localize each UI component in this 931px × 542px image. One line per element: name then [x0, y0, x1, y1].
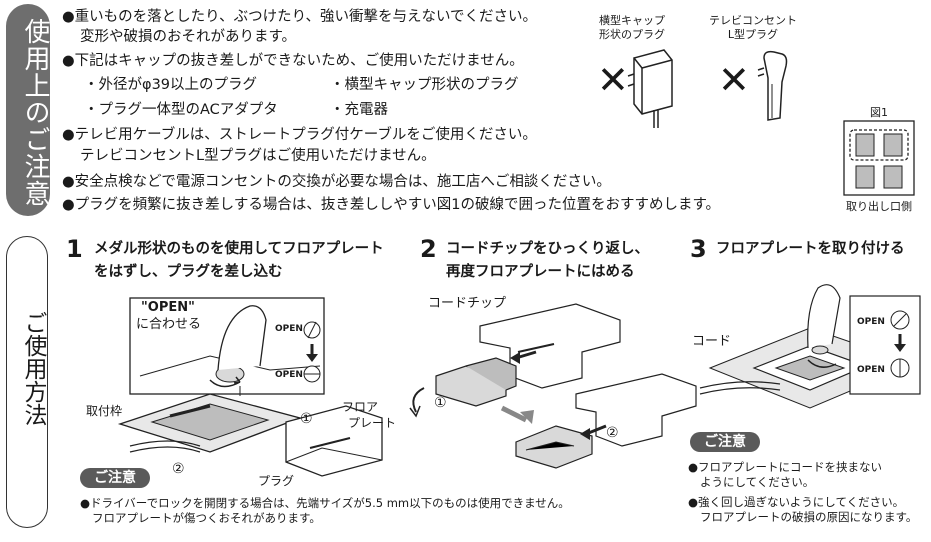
note-2: ●下記はキャップの抜き差しができないため、ご使用いただけません。: [62, 52, 524, 71]
cross-mark-1: ✕: [597, 58, 629, 102]
step1-circle-1: ①: [300, 411, 313, 427]
usage-tab-label: ご使用方法: [20, 311, 46, 426]
note-text: テレビ用ケーブルは、ストレートプラグ付ケーブルをご使用ください。: [74, 127, 537, 143]
step3-open-label-2: OPEN: [857, 365, 885, 375]
note-bullet: ●: [62, 127, 75, 143]
plug1-caption: 横型キャップ 形状のプラグ: [592, 14, 672, 42]
frame-label: 取付枠: [86, 404, 123, 418]
note-text: 重いものを落としたり、ぶつけたり、強い衝撃を与えないでください。: [74, 9, 538, 25]
caution-tab: 使用上のご注意: [6, 4, 50, 216]
step1-number: 1: [66, 235, 83, 263]
plug-label: プラグ: [258, 474, 295, 488]
note-3: ●テレビ用ケーブルは、ストレートプラグ付ケーブルをご使用ください。: [62, 126, 537, 145]
step1-line2: をはずし、プラグを差し込む: [94, 264, 283, 280]
note-5: ●プラグを頻繁に抜き差しする場合は、抜き差ししやすい図1の破線で囲った位置をおす…: [62, 196, 720, 215]
usage-tab: ご使用方法: [6, 236, 48, 528]
note-1: ●重いものを落としたり、ぶつけたり、強い衝撃を与えないでください。: [62, 8, 537, 27]
step3-illustration: [699, 284, 921, 409]
plug2-caption: テレビコンセント L型プラグ: [706, 14, 800, 42]
sub-item-charger: ・充電器: [330, 102, 388, 118]
note-bullet: ●: [62, 9, 75, 25]
note-bullet: ●: [62, 174, 75, 190]
cap-plug-icon: [627, 49, 673, 128]
step1-caution-badge: ご注意: [80, 468, 150, 488]
cord-label: コード: [692, 334, 732, 349]
open-label-2: OPEN: [275, 370, 303, 380]
step3-number: 3: [690, 235, 707, 263]
note-3-line2: テレビコンセントL型プラグはご使用いただけません。: [80, 148, 436, 164]
plug2-caption-line1: テレビコンセント: [709, 14, 797, 27]
plug1-caption-line1: 横型キャップ: [599, 14, 665, 27]
note-text: プラグを頻繁に抜き差しする場合は、抜き差ししやすい図1の破線で囲った位置をおすす…: [74, 197, 720, 213]
note-text: 安全点検などで電源コンセントの交換が必要な場合は、施工店へご相談ください。: [74, 174, 611, 190]
caution-tab-label: 使用上のご注意: [20, 18, 50, 207]
plate-label-line1: フロア: [342, 400, 379, 414]
open-quote-label: "OPEN": [141, 300, 195, 315]
plug2-caption-line2: L型プラグ: [727, 28, 779, 41]
note-4: ●安全点検などで電源コンセントの交換が必要な場合は、施工店へご相談ください。: [62, 173, 611, 192]
step1-circle-2: ②: [172, 461, 185, 477]
plug1-caption-line2: 形状のプラグ: [599, 28, 665, 41]
step2-illustration: [409, 303, 697, 469]
note-bullet: ●: [62, 197, 75, 213]
sub-item-outer-diameter: ・外径がφ39以上のプラグ: [84, 77, 258, 93]
step1-line1: メダル形状のものを使用してフロアプレート: [94, 241, 384, 257]
chip-label: コードチップ: [428, 296, 507, 311]
step2-number: 2: [420, 235, 437, 263]
step1-illustration: [117, 297, 383, 477]
step2-line2: 再度フロアプレートにはめる: [446, 264, 635, 280]
step3-caution-1-line2: ようにしてください。: [700, 475, 815, 489]
plate-label-line2: プレート: [348, 416, 397, 430]
step3-caution-2-line1: ●強く回し過ぎないようにしてください。: [688, 495, 905, 509]
step1-caution-line1: ●ドライバーでロックを開閉する場合は、先端サイズが5.5 mm以下のものは使用で…: [80, 496, 570, 510]
cross-mark-2: ✕: [718, 58, 750, 102]
step2-line1: コードチップをひっくり返し、: [446, 241, 649, 257]
open-label-1: OPEN: [275, 324, 303, 334]
step3-caution-1-line1: ●フロアプレートにコードを挟まない: [688, 460, 883, 474]
step2-circle-1: ①: [434, 395, 447, 411]
step3-open-label-1: OPEN: [857, 317, 885, 327]
step2-circle-2: ②: [606, 425, 619, 441]
fig1-title: 図1: [870, 106, 888, 119]
step3-line1: フロアプレートを取り付ける: [716, 241, 905, 257]
step3-caution-badge: ご注意: [690, 432, 760, 452]
sub-item-ac-adapter: ・プラグ一体型のACアダプタ: [84, 102, 278, 118]
step1-caution-line2: フロアプレートが傷つくおそれがあります。: [92, 511, 321, 525]
fig1-outlet-diagram: [843, 120, 915, 196]
note-1-line2: 変形や破損のおそれがあります。: [80, 29, 297, 45]
l-type-plug-icon: [757, 50, 788, 121]
step3-caution-2-line2: フロアプレートの破損の原因になります。: [700, 510, 918, 524]
note-text: 下記はキャップの抜き差しができないため、ご使用いただけません。: [74, 53, 524, 69]
note-bullet: ●: [62, 53, 75, 69]
sub-item-cap-plug: ・横型キャップ形状のプラグ: [330, 77, 519, 93]
fig1-caption: 取り出し口側: [846, 200, 912, 213]
align-label: に合わせる: [136, 317, 202, 332]
